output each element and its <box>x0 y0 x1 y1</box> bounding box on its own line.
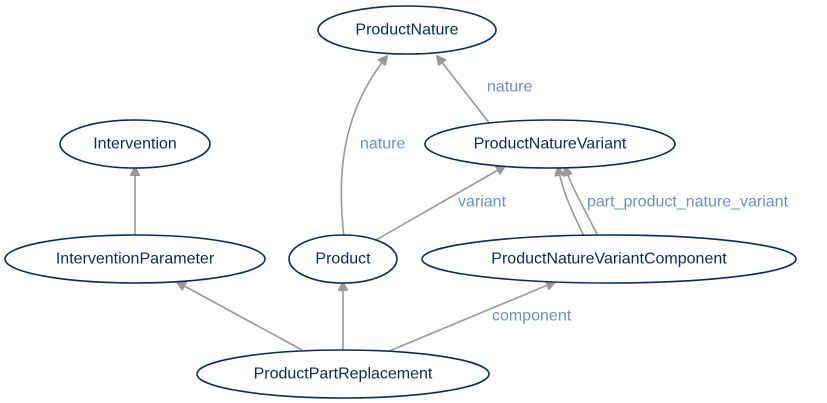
node-label-product-nature-variant: ProductNatureVariant <box>474 136 627 153</box>
node-label-product-part-replacement: ProductPartReplacement <box>254 366 433 383</box>
edge-label-component: component <box>492 308 572 325</box>
edge-product-to-variant <box>375 166 505 241</box>
edge-component-to-variant-1 <box>558 167 586 239</box>
node-label-intervention: Intervention <box>93 136 177 153</box>
node-product-nature[interactable]: ProductNature <box>317 5 497 55</box>
edges <box>135 56 599 353</box>
edge-label-nature-variant: nature <box>487 79 532 96</box>
edge-replacement-to-parameter <box>177 282 303 351</box>
edge-product-to-nature <box>340 56 387 238</box>
node-product-nature-variant-component[interactable]: ProductNatureVariantComponent <box>421 234 797 284</box>
edge-component-to-variant-2 <box>565 167 599 237</box>
node-label-product: Product <box>315 251 371 268</box>
node-label-product-nature: ProductNature <box>355 22 458 39</box>
node-intervention-parameter[interactable]: InterventionParameter <box>4 234 266 284</box>
edge-replacement-to-component <box>386 282 555 353</box>
edge-label-variant: variant <box>458 194 507 211</box>
node-intervention[interactable]: Intervention <box>59 119 211 169</box>
node-product-nature-variant[interactable]: ProductNatureVariant <box>424 119 676 169</box>
edge-labels: nature nature variant part_product_natur… <box>360 79 789 325</box>
node-product[interactable]: Product <box>288 234 398 284</box>
node-label-product-nature-variant-component: ProductNatureVariantComponent <box>491 251 727 268</box>
node-label-intervention-parameter: InterventionParameter <box>56 251 215 268</box>
edge-label-nature-product: nature <box>360 136 405 153</box>
edge-label-part-product-nature-variant: part_product_nature_variant <box>587 194 789 211</box>
edge-variant-to-nature <box>437 56 491 125</box>
node-product-part-replacement[interactable]: ProductPartReplacement <box>196 349 490 399</box>
